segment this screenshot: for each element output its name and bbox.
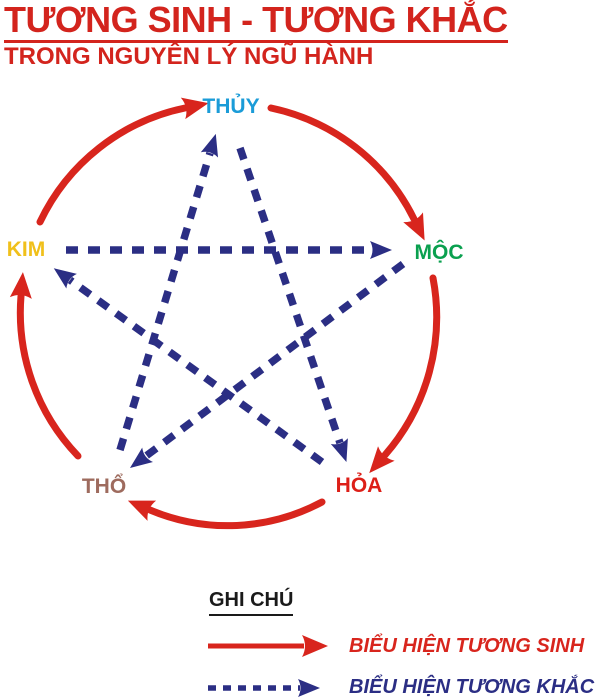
cycle-diagram (9, 97, 441, 530)
page-title: TƯƠNG SINH - TƯƠNG KHẮC (4, 0, 508, 43)
element-label-kim: KIM (6, 238, 46, 261)
legend-khac-arrow-icon (208, 679, 320, 697)
element-label-thuy: THỦY (202, 95, 260, 118)
legend-heading: GHI CHÚ (209, 589, 294, 616)
page-subtitle: TRONG NGUYÊN LÝ NGŨ HÀNH (4, 43, 374, 70)
khac-line-moc-to-tho (129, 260, 406, 468)
legend-sinh-arrow-icon (208, 635, 328, 657)
khac-line-hoa-to-kim (53, 268, 325, 466)
element-label-hoa: HỎA (335, 474, 383, 497)
legend-label-khac: BIỂU HIỆN TƯƠNG KHẮC (349, 676, 595, 698)
sinh-arc-moc-to-hoa (369, 274, 441, 474)
sinh-arc-hoa-to-tho (127, 498, 326, 530)
sinh-arc-tho-to-kim (9, 272, 82, 460)
legend-label-sinh: BIỂU HIỆN TƯƠNG SINH (349, 635, 585, 657)
khac-line-tho-to-thuy (116, 133, 219, 452)
title-block: TƯƠNG SINH - TƯƠNG KHẮC TRONG NGUYÊN LÝ … (4, 0, 508, 70)
khac-line-thuy-to-hoa (236, 146, 348, 462)
element-label-moc: MỘC (414, 241, 464, 264)
sinh-arc-thuy-to-moc (267, 104, 425, 241)
sinh-arc-kim-to-thuy (36, 97, 209, 226)
element-label-tho: THỔ (81, 475, 127, 498)
